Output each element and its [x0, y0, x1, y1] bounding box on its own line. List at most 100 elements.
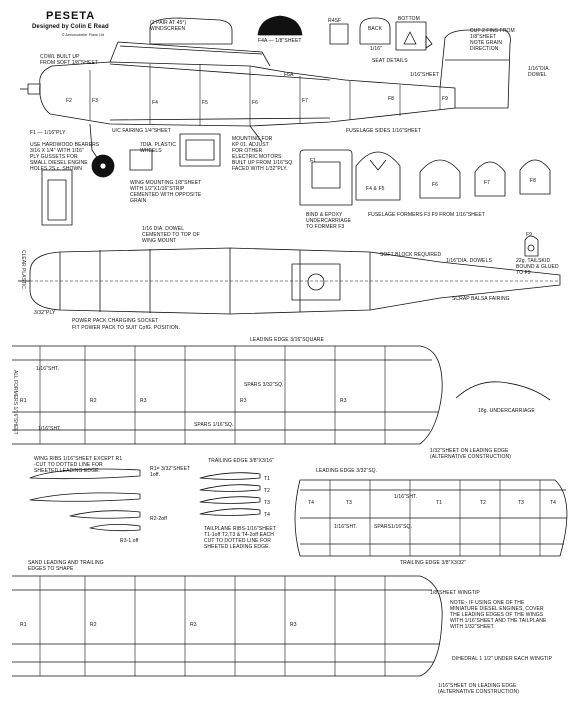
label-f2-side: F2 — [66, 98, 73, 104]
label-f9-former: F9 — [526, 232, 533, 238]
label-dowels: 1/16"DIA. DOWELS — [446, 258, 492, 264]
label-trailing-edge: TRAILING EDGE 3/8"X3/16" — [208, 458, 274, 464]
label-soft-block: SOFT BLOCK REQUIRED — [380, 252, 442, 258]
label-tp-t1: T1 — [436, 500, 443, 506]
label-rib-r3c: R3 — [340, 398, 347, 404]
label-f8-former: F8 — [530, 178, 537, 184]
label-bottom: BOTTOM — [398, 16, 420, 22]
label-fin-sheet: 1/16"SHEET — [410, 72, 440, 78]
label-plastic-wheels: 7DIA. PLASTIC WHEELS — [140, 142, 177, 154]
label-r1-sheet: R1= 3/32"SHEET 1off. — [150, 466, 191, 478]
label-tp-t4-left: T4 — [308, 500, 315, 506]
label-fuselage-sides: FUSELAGE SIDES 1/16"SHEET — [346, 128, 422, 134]
label-undercarriage: 18g. UNDERCARRIAGE — [478, 408, 535, 414]
wing-upper-plan — [12, 345, 443, 445]
label-f6a: F6A — [284, 72, 294, 78]
label-power-pack: FIT POWER PACK TO SUIT CofG. POSITION. — [72, 325, 181, 331]
label-tp-leading-edge: LEADING EDGE 3/32"SQ. — [316, 468, 378, 474]
label-t3: T3 — [264, 500, 271, 506]
label-spars-1-16: SPARS 1/16"SQ. — [194, 422, 234, 428]
label-f4-side: F4 — [152, 100, 159, 106]
label-seat-thickness: 1/16" — [370, 46, 383, 52]
label-t2: T2 — [264, 488, 271, 494]
label-tp-sheet: 1/16"SHT. — [394, 494, 418, 500]
label-le-sheet: 1/16"SHT. — [36, 366, 60, 372]
side-note-plastic: CLEAR PLASTIC — [20, 250, 26, 289]
label-tp-t3-left: T3 — [346, 500, 353, 506]
label-tp-t3-right: T3 — [518, 500, 525, 506]
label-formers-sheet: FUSELAGE FORMERS F3 F9 FROM 1/16"SHEET — [368, 212, 485, 218]
label-alt-le-top: 1/32"SHEET ON LEADING EDGE (ALTERNATIVE … — [430, 448, 512, 460]
label-f5-side: F5 — [202, 100, 209, 106]
label-f1-former: F1 — [310, 158, 317, 164]
label-rib-r1: R1 — [20, 398, 27, 404]
label-lower-r1: R1 — [20, 622, 27, 628]
label-t1: T1 — [264, 476, 271, 482]
label-sand-edges: SAND LEADING AND TRAILING EDGES TO SHAPE — [28, 560, 104, 572]
label-hardwood-bearers: USE HARDWOOD BEARERS 3/16 X 1/4" WITH 1/… — [30, 142, 100, 172]
label-windscreen: (1 PAIR AT 45°) WINDSCREEN — [150, 20, 187, 32]
label-wing-ribs: WING RIBS 1/16"SHEET EXCEPT R1 -CUT TO D… — [34, 456, 123, 474]
label-f7-former: F7 — [484, 180, 491, 186]
plan-title: PESETA — [46, 10, 96, 22]
label-f7-side: F7 — [302, 98, 309, 104]
label-tp-sheet-2: 1/16"SHT. — [334, 524, 358, 530]
label-t4: T4 — [264, 512, 271, 518]
label-r3-count: R3-1.off — [120, 538, 139, 544]
label-f8-side: F8 — [388, 96, 395, 102]
label-leading-edge: LEADING EDGE 3/16"SQUARE — [250, 337, 324, 343]
label-tp-t4-right: T4 — [550, 500, 557, 506]
label-rib-r3a: R3 — [140, 398, 147, 404]
label-tp-spars: SPARS1/16"SQ. — [374, 524, 412, 530]
label-wing-dowel: 1/16 DIA. DOWEL CEMENTED TO TOP OF WING … — [142, 226, 200, 244]
side-note-formers: ALL FORMERS 1/16"SHEET — [12, 370, 18, 435]
label-scrap-fairing: SCRAP BALSA FAIRING — [452, 296, 510, 302]
label-f9-side: F9 — [442, 96, 449, 102]
label-tp-t2-right: T2 — [480, 500, 487, 506]
seat-details — [329, 17, 433, 51]
label-r4sf: R4SF — [328, 18, 342, 24]
label-bind-epoxy: BIND & EPOXY UNDERCARRIAGE TO FORMER F3 — [306, 212, 352, 230]
label-dihedral: DIHEDRAL 1 1/2" UNDER EACH WINGTIP — [452, 656, 553, 662]
label-alt-le-bottom: 1/16"SHEET ON LEADING EDGE (ALTERNATIVE … — [438, 683, 520, 695]
label-tailskid: 22g. TAILSKID BOUND & GLUED TO F9 — [516, 258, 559, 276]
label-motor-mount: MOUNTING FOR KP 01. ADJUST FOR OTHER ELE… — [232, 136, 293, 172]
undercarriage-wire — [455, 381, 551, 401]
label-lower-r2: R2 — [90, 622, 97, 628]
label-tp-trailing: TRAILING EDGE 3/8"X3/32" — [400, 560, 466, 566]
designer-credit: Designed by Colin E Read — [32, 24, 109, 30]
label-charging-socket: POWER PACK CHARGING SOCKET — [72, 318, 159, 324]
fuselage-side-view — [20, 15, 511, 178]
label-note: NOTE:- IF USING ONE OF THE MINIATURE DIE… — [450, 600, 547, 630]
label-lower-r3a: R3 — [190, 622, 197, 628]
label-f4f5-former: F4 & F5 — [366, 186, 385, 192]
label-ply: F1 — 1/16"PLY — [30, 130, 66, 136]
label-seat-details: SEAT DETAILS — [372, 58, 408, 64]
wing-lower-plan — [12, 575, 443, 677]
label-rib-r2: R2 — [90, 398, 97, 404]
label-spars-3-32: SPARS 3/32"SQ. — [244, 382, 284, 388]
label-lower-r3b: R3 — [290, 622, 297, 628]
label-f3-side: F3 — [92, 98, 99, 104]
label-f6-side: F6 — [252, 100, 259, 106]
label-wingtip: 1/8"SHEET WINGTIP — [430, 590, 480, 596]
motor-mount — [41, 133, 221, 226]
label-fin-dowel: 1/16"DIA. DOWEL — [528, 66, 551, 78]
label-wing-mounting: WING MOUNTING 1/8"SHEET WITH 1/2"X1/16"S… — [130, 180, 202, 204]
label-cut-fins: CUT 2 FINS FROM 1/8"SHEET NOTE GRAIN DIR… — [470, 28, 515, 52]
fuselage-top-view — [18, 247, 561, 315]
publisher-credit: © Aeromodeller Plans Ltd — [62, 33, 105, 37]
label-te-sheet: 1/16"SHT. — [38, 426, 62, 432]
label-back: BACK — [368, 26, 383, 32]
formers-row — [299, 149, 551, 257]
label-3-32-ply: 3/32"PLY — [34, 310, 56, 316]
label-rib-r3b: R3 — [240, 398, 247, 404]
label-cowl: COWL BUILT UP FROM SOFT 1/8"SHEET — [40, 54, 99, 66]
tailplane-plan — [294, 479, 568, 557]
label-f4a: F4A — 1/8"SHEET — [258, 38, 302, 44]
label-tailplane-ribs: TAILPLANE RIBS-1/16"SHEET T1-1off T2,T3 … — [204, 526, 276, 550]
wing-ribs — [29, 468, 261, 532]
label-f6-former: F6 — [432, 182, 439, 188]
label-r2-count: R2-2off — [150, 516, 168, 522]
